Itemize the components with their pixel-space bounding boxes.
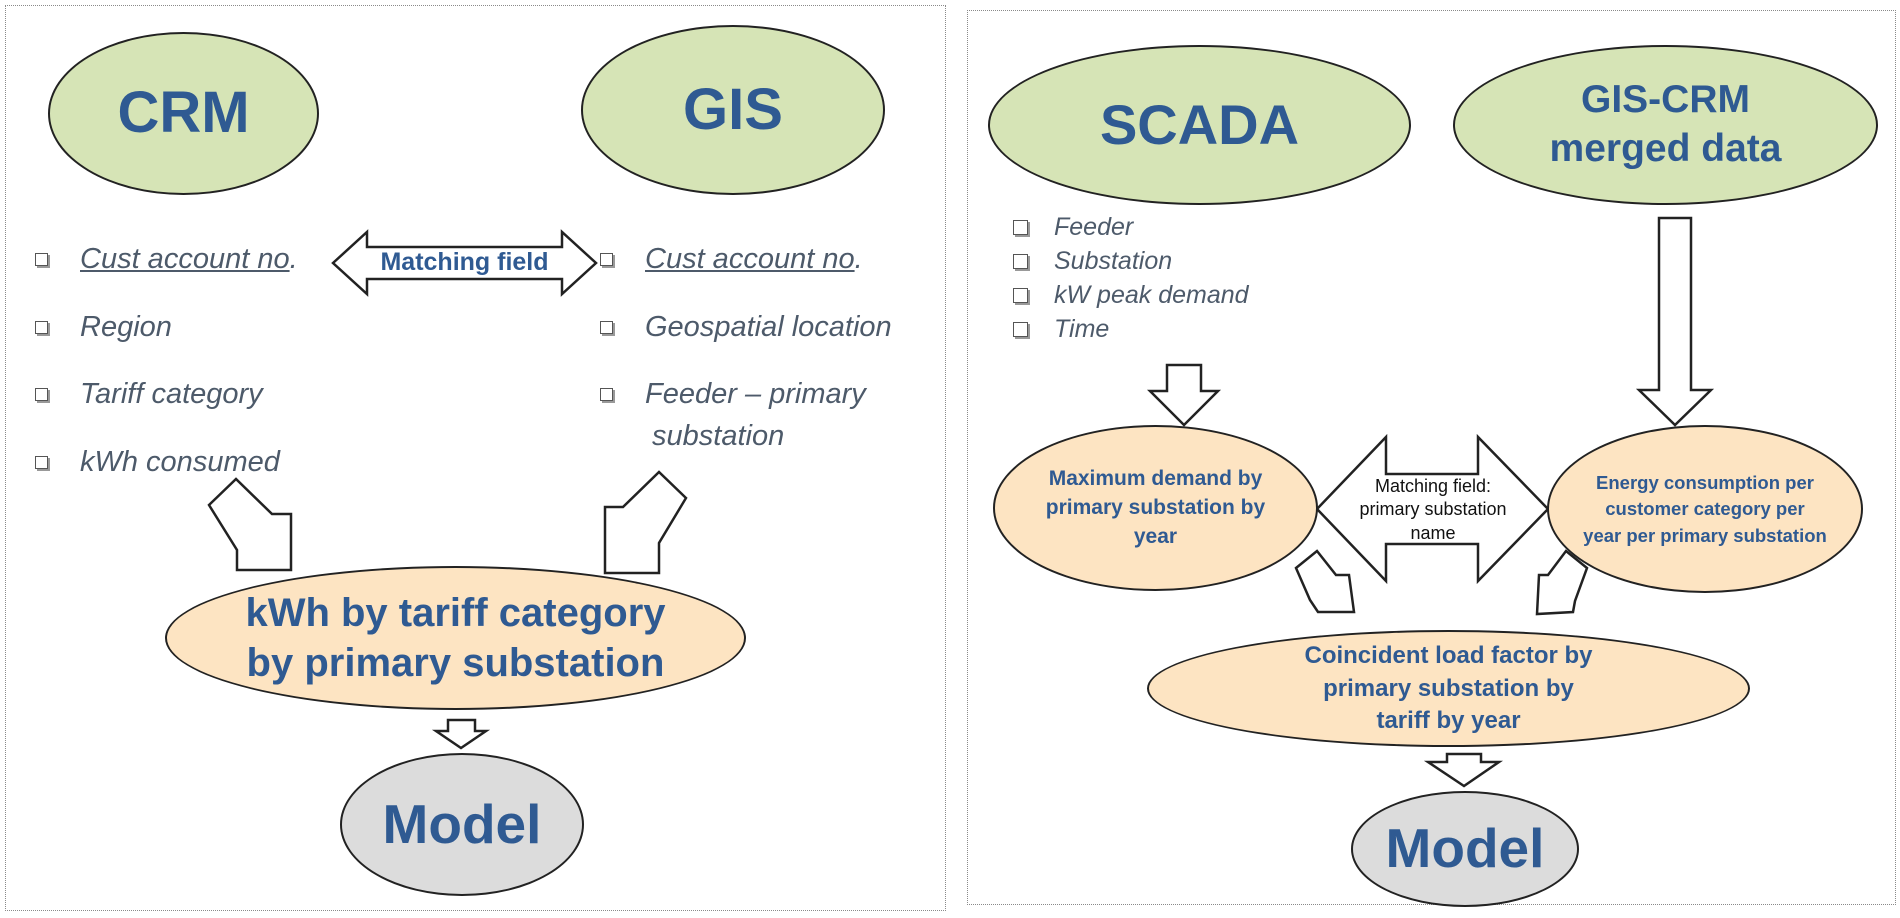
left-panel — [5, 5, 946, 911]
gis-label: GIS — [683, 76, 783, 142]
matching-field-label: Matching field — [380, 248, 549, 276]
crm-label: CRM — [117, 80, 250, 146]
model-label-left: Model — [382, 792, 542, 855]
max-demand-ellipse: Maximum demand by primary substation by … — [993, 425, 1318, 591]
gis-ellipse: GIS — [581, 25, 885, 195]
coincident-line-1: Coincident load factor by — [1304, 642, 1593, 670]
coincident-load-ellipse: Coincident load factor by primary substa… — [1147, 630, 1750, 747]
gis-field-account: Cust account no. — [600, 243, 863, 276]
bullet-icon — [1013, 254, 1028, 269]
matching-line-3: name — [1410, 522, 1456, 543]
bullet-icon — [1013, 322, 1028, 337]
model-label-right: Model — [1385, 817, 1545, 880]
kwh-merge-ellipse: kWh by tariff category by primary substa… — [165, 566, 746, 710]
scada-to-maxdemand-arrow — [1146, 363, 1222, 427]
scada-field-substation: Substation — [1013, 247, 1172, 276]
model-ellipse-left: Model — [340, 753, 584, 896]
gis-field-geospatial: Geospatial location — [600, 311, 892, 344]
crm-field-kwh: kWh consumed — [35, 446, 280, 479]
matching-line-1: Matching field: — [1374, 476, 1492, 496]
energy-line-1: Energy consumption per — [1596, 472, 1814, 494]
scada-field-feeder: Feeder — [1013, 213, 1133, 242]
bullet-icon — [1013, 288, 1028, 303]
energy-line-2: customer category per — [1605, 498, 1805, 520]
maxdemand-to-coincident-arrow — [1294, 549, 1356, 614]
matching-field-double-arrow — [331, 229, 598, 297]
gis-to-merge-arrow — [603, 470, 688, 575]
crm-field-tariff: Tariff category — [35, 378, 263, 411]
bullet-icon — [600, 388, 613, 401]
coincident-line-3: tariff by year — [1376, 707, 1521, 735]
model-ellipse-right: Model — [1351, 791, 1579, 907]
bullet-icon — [35, 388, 48, 401]
coincident-line-2: primary substation by — [1323, 674, 1574, 702]
crm-field-region: Region — [35, 311, 172, 344]
scada-ellipse: SCADA — [988, 45, 1411, 205]
scada-field-time: Time — [1013, 315, 1109, 344]
energy-line-3: year per primary substation — [1583, 524, 1827, 546]
merge-to-model-arrow-left — [431, 718, 491, 750]
gis-field-feeder-cont: substation — [652, 420, 785, 452]
bullet-icon — [35, 456, 48, 469]
max-demand-line-3: year — [1133, 525, 1178, 549]
coincident-to-model-arrow — [1423, 752, 1504, 788]
max-demand-line-1: Maximum demand by — [1048, 466, 1263, 490]
energy-to-coincident-arrow — [1535, 549, 1589, 616]
scada-label: SCADA — [1099, 92, 1300, 156]
merge-line-1: kWh by tariff category — [245, 591, 666, 635]
crm-to-merge-arrow — [207, 477, 293, 572]
giscrm-to-energy-arrow — [1635, 216, 1715, 427]
max-demand-line-2: primary substation by — [1045, 495, 1266, 519]
crm-ellipse: CRM — [48, 32, 319, 195]
bullet-icon — [35, 253, 48, 266]
merge-line-2: by primary substation — [246, 641, 665, 685]
bullet-icon — [35, 321, 48, 334]
matching-primary-label: Matching field: primary substation name — [1318, 475, 1548, 545]
bullet-icon — [1013, 220, 1028, 235]
energy-consumption-ellipse: Energy consumption per customer category… — [1547, 425, 1863, 593]
crm-field-account: Cust account no. — [35, 243, 298, 276]
gis-field-feeder: Feeder – primary — [600, 378, 866, 411]
gis-crm-line-2: merged data — [1549, 127, 1782, 170]
gis-crm-line-1: GIS-CRM — [1581, 78, 1750, 122]
bullet-icon — [600, 321, 613, 334]
scada-field-kw: kW peak demand — [1013, 281, 1249, 310]
matching-line-2: primary substation — [1359, 499, 1507, 520]
gis-crm-ellipse: GIS-CRM merged data — [1453, 45, 1878, 205]
bullet-icon — [600, 253, 613, 266]
